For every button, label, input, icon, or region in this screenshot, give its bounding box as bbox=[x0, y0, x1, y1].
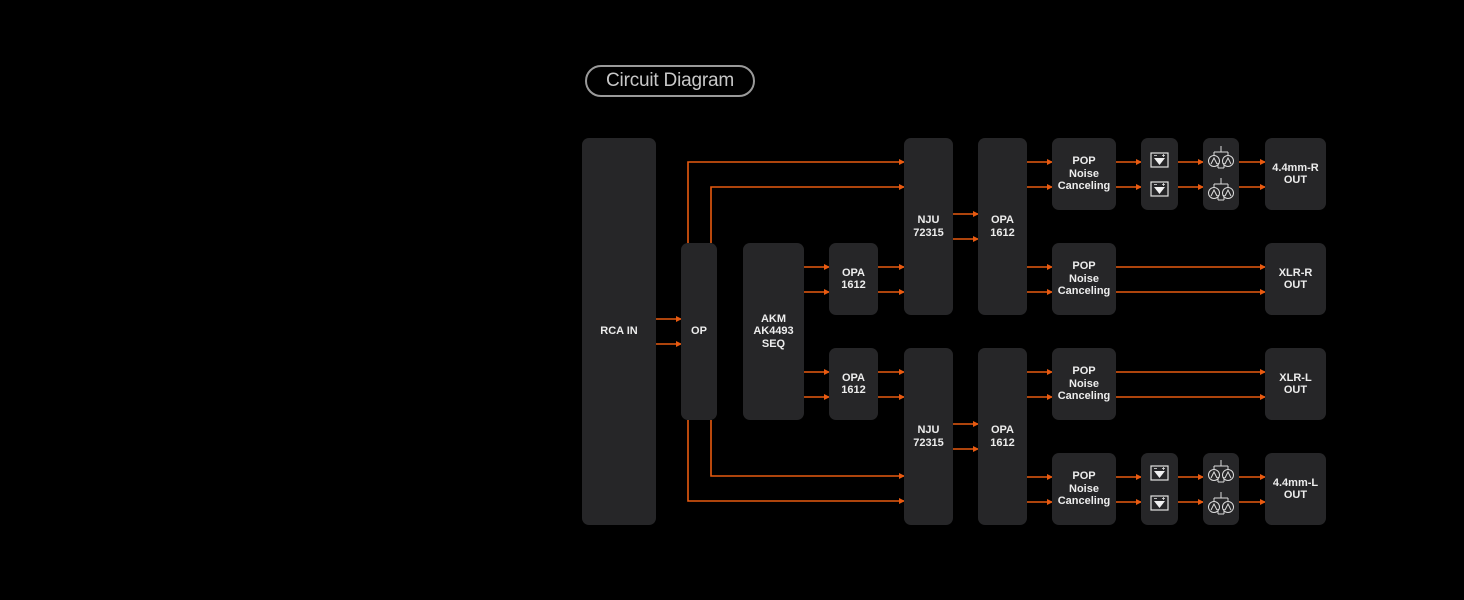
op-amp-icon bbox=[1150, 181, 1169, 197]
signal-wire bbox=[710, 420, 905, 479]
opa-1612-out-top-block: OPA 1612 bbox=[978, 138, 1027, 315]
opa-1612-top-block: OPA 1612 bbox=[829, 243, 878, 315]
op-amp-icon bbox=[1150, 465, 1169, 481]
signal-wire bbox=[687, 159, 905, 243]
output-4-4mm-l: 4.4mm-L OUT bbox=[1265, 453, 1326, 525]
opa-1612-bottom-block: OPA 1612 bbox=[829, 348, 878, 420]
akm-dac-block: AKM AK4493 SEQ bbox=[743, 243, 804, 420]
output-xlr-l: XLR-L OUT bbox=[1265, 348, 1326, 420]
transistor-block-top bbox=[1203, 138, 1239, 210]
transistor-pair-icon bbox=[1208, 460, 1234, 515]
transistor-pair-icon bbox=[1208, 460, 1234, 483]
op-amp-icon bbox=[1150, 495, 1169, 511]
amp-block-top bbox=[1141, 138, 1178, 210]
rca-in-block: RCA IN bbox=[582, 138, 656, 525]
transistor-pair-icon bbox=[1208, 146, 1234, 201]
pop-noise-canceling-block-2: POP Noise Canceling bbox=[1052, 243, 1116, 315]
transistor-pair-icon bbox=[1208, 178, 1234, 201]
pop-noise-canceling-block-4: POP Noise Canceling bbox=[1052, 453, 1116, 525]
signal-wire bbox=[710, 184, 905, 243]
op-amp-icon bbox=[1150, 465, 1169, 511]
transistor-pair-icon bbox=[1208, 146, 1234, 169]
pop-noise-canceling-block-1: POP Noise Canceling bbox=[1052, 138, 1116, 210]
op-amp-icon bbox=[1150, 152, 1169, 197]
op-amp-icon bbox=[1150, 152, 1169, 168]
amp-block-bottom bbox=[1141, 453, 1178, 525]
transistor-pair-icon bbox=[1208, 492, 1234, 515]
nju-72315-bottom-block: NJU 72315 bbox=[904, 348, 953, 525]
output-4-4mm-r: 4.4mm-R OUT bbox=[1265, 138, 1326, 210]
op-block: OP bbox=[681, 243, 717, 420]
opa-1612-out-bottom-block: OPA 1612 bbox=[978, 348, 1027, 525]
signal-wire bbox=[687, 420, 905, 504]
transistor-block-bottom bbox=[1203, 453, 1239, 525]
page-title: Circuit Diagram bbox=[585, 65, 755, 97]
nju-72315-top-block: NJU 72315 bbox=[904, 138, 953, 315]
pop-noise-canceling-block-3: POP Noise Canceling bbox=[1052, 348, 1116, 420]
output-xlr-r: XLR-R OUT bbox=[1265, 243, 1326, 315]
